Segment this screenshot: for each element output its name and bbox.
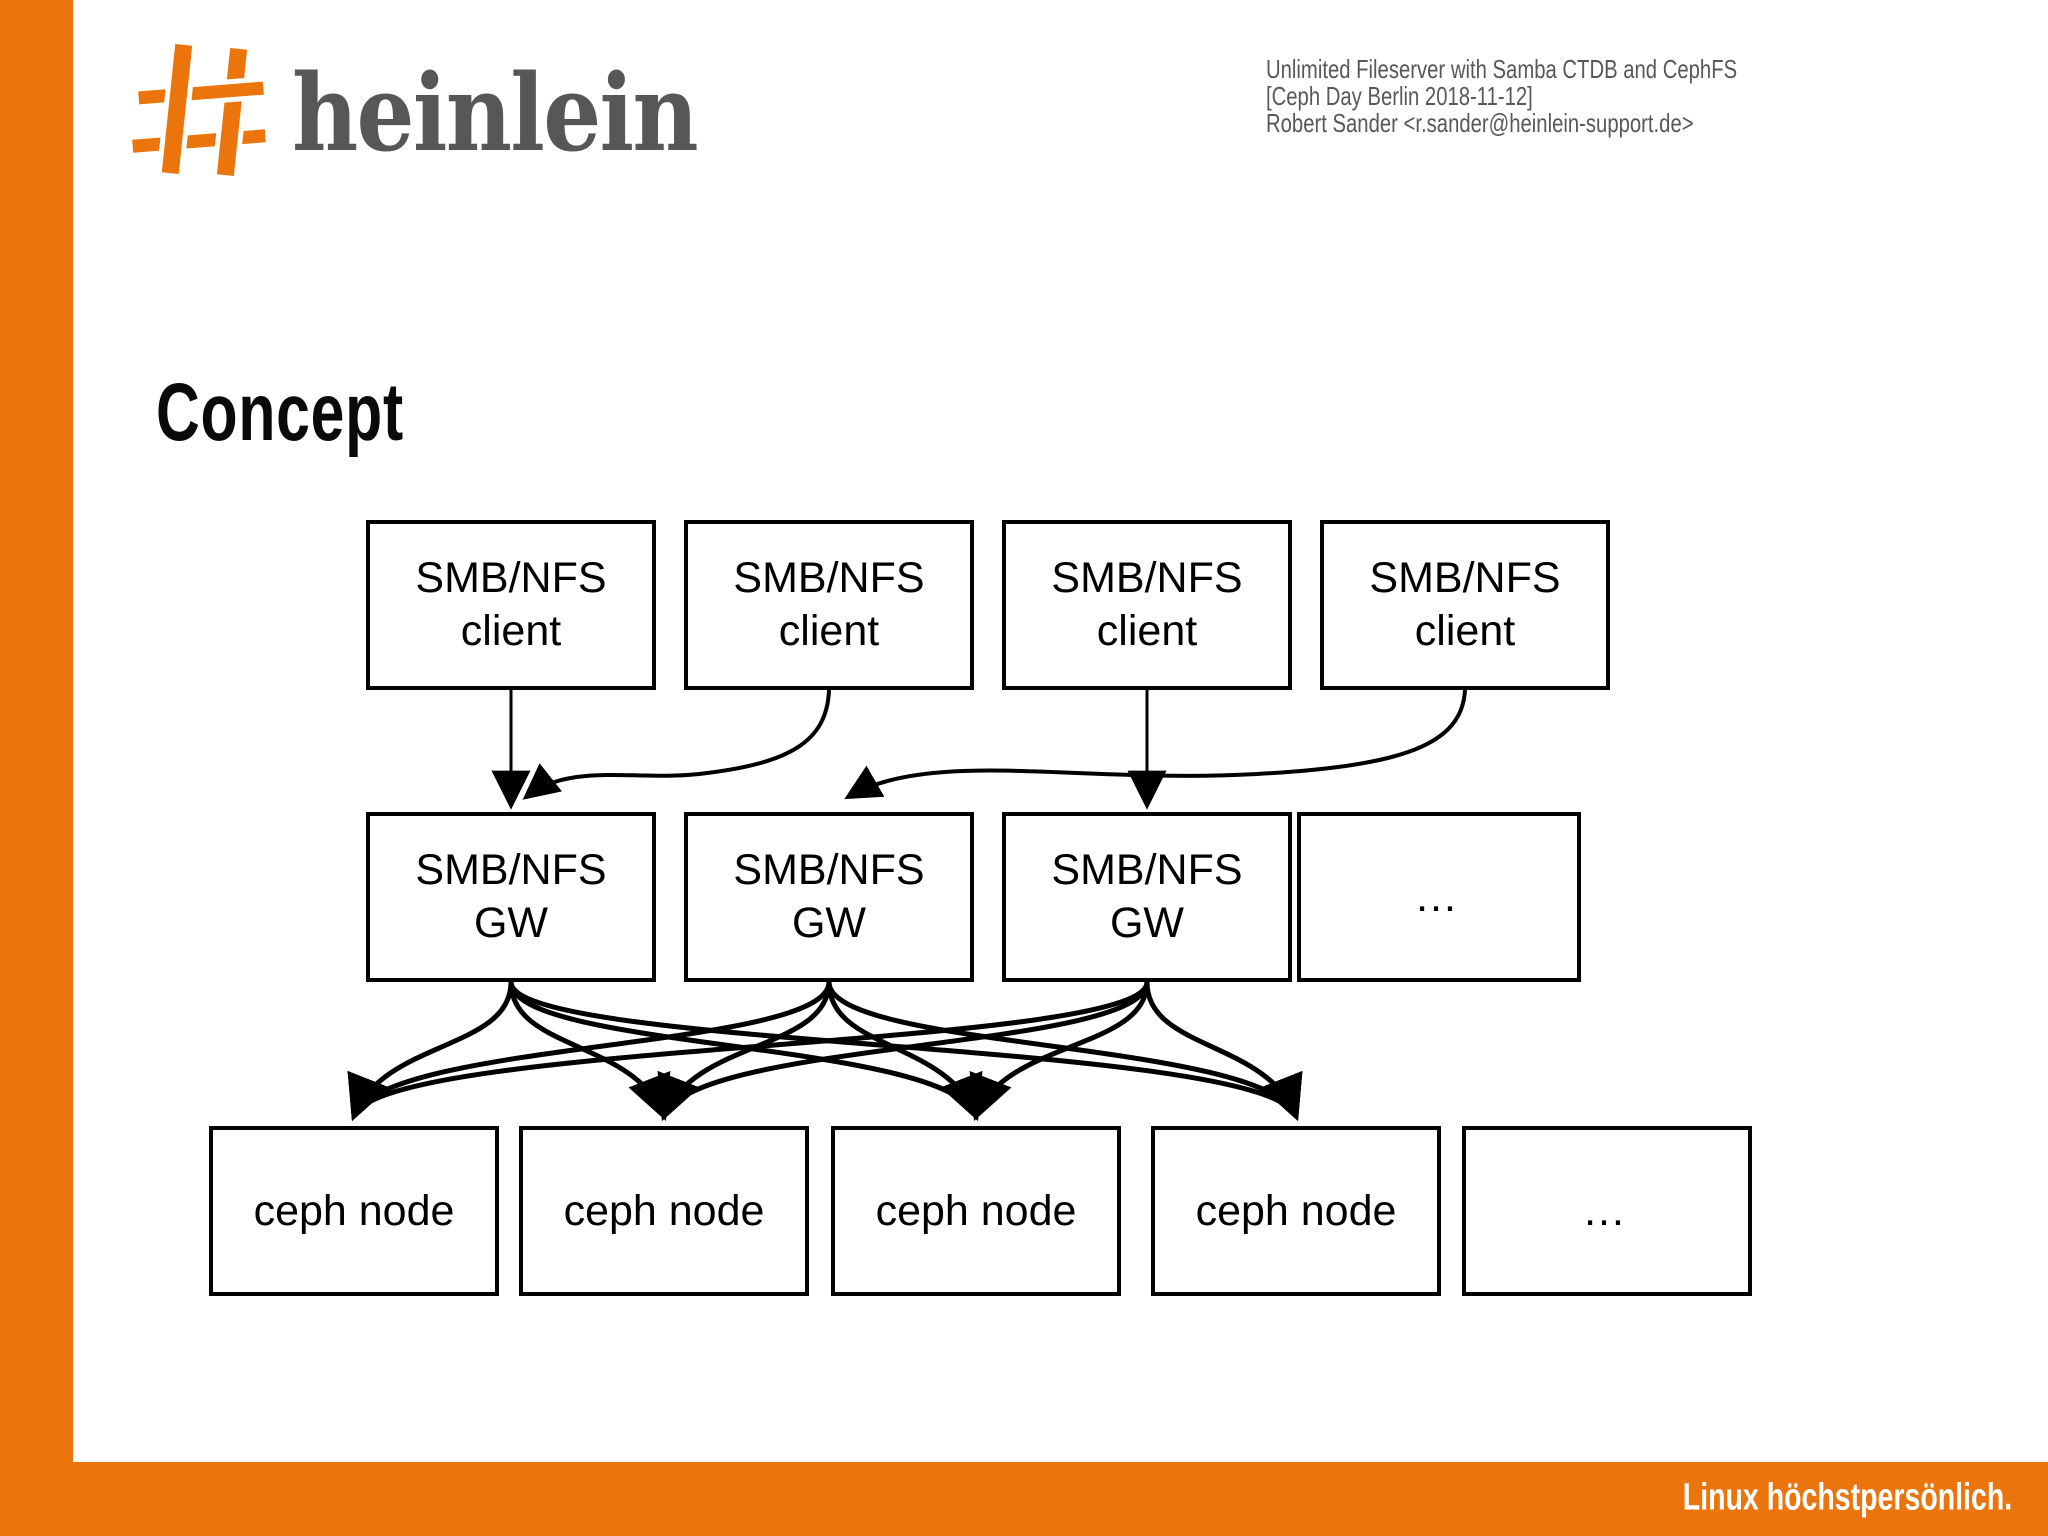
gateway-box-label: GW: [473, 899, 549, 947]
presentation-meta: Unlimited Fileserver with Samba CTDB and…: [1266, 56, 1737, 137]
gateway-box-ellipsis: …: [1297, 812, 1581, 982]
client-box-label: SMB/NFS: [1051, 554, 1243, 602]
left-accent-bar: [0, 0, 73, 1536]
ellipsis-label: …: [1582, 1186, 1632, 1235]
arrow-gw2-ceph3: [826, 981, 983, 1122]
bottom-accent-bar: Linux höchstpersönlich.: [0, 1462, 2048, 1536]
ceph-node-box-3: ceph node: [831, 1126, 1121, 1296]
arrow-gw3-ceph1: [348, 981, 1150, 1122]
gateway-box-3: SMB/NFS GW: [1002, 812, 1292, 982]
client-box-label: client: [1414, 607, 1516, 655]
arrow-gw3-ceph4: [1144, 981, 1303, 1122]
client-box-3: SMB/NFS client: [1002, 520, 1292, 690]
arrow-client2-gw1: [522, 689, 831, 800]
client-box-label: client: [460, 607, 562, 655]
arrow-gw3-ceph2: [657, 981, 1150, 1122]
logo-wordmark: heinlein: [292, 50, 699, 175]
gateway-box-label: SMB/NFS: [415, 846, 607, 894]
client-box-label: SMB/NFS: [733, 554, 925, 602]
hash-icon: [130, 40, 270, 180]
ceph-node-box-2: ceph node: [519, 1126, 809, 1296]
meta-line-event: [Ceph Day Berlin 2018-11-12]: [1266, 81, 1533, 111]
ceph-node-label: ceph node: [1195, 1186, 1397, 1235]
footer-tagline: Linux höchstpersönlich.: [1682, 1476, 2012, 1519]
meta-line-speaker: Robert Sander <r.sander@heinlein-support…: [1266, 108, 1694, 138]
client-box-1: SMB/NFS client: [366, 520, 656, 690]
ceph-node-box-1: ceph node: [209, 1126, 499, 1296]
client-box-2: SMB/NFS client: [684, 520, 974, 690]
client-box-label: SMB/NFS: [415, 554, 607, 602]
arrow-gw1-ceph2: [508, 981, 671, 1122]
client-box-4: SMB/NFS client: [1320, 520, 1610, 690]
ceph-node-box-ellipsis: …: [1462, 1126, 1752, 1296]
ceph-node-label: ceph node: [253, 1186, 455, 1235]
client-box-label: client: [778, 607, 880, 655]
arrow-client4-gw2: [844, 689, 1467, 800]
gateway-box-label: SMB/NFS: [733, 846, 925, 894]
ellipsis-label: …: [1414, 872, 1464, 921]
meta-line-title: Unlimited Fileserver with Samba CTDB and…: [1266, 54, 1738, 84]
gateway-box-2: SMB/NFS GW: [684, 812, 974, 982]
ceph-node-box-4: ceph node: [1151, 1126, 1441, 1296]
gateway-box-label: SMB/NFS: [1051, 846, 1243, 894]
gateway-box-label: GW: [1109, 899, 1185, 947]
gateway-box-1: SMB/NFS GW: [366, 812, 656, 982]
client-box-label: SMB/NFS: [1369, 554, 1561, 602]
page-title: Concept: [156, 367, 404, 458]
gateway-box-label: GW: [791, 899, 867, 947]
arrow-gw3-ceph3: [969, 981, 1150, 1122]
ceph-node-label: ceph node: [875, 1186, 1077, 1235]
client-box-label: client: [1096, 607, 1198, 655]
ceph-node-label: ceph node: [563, 1186, 765, 1235]
